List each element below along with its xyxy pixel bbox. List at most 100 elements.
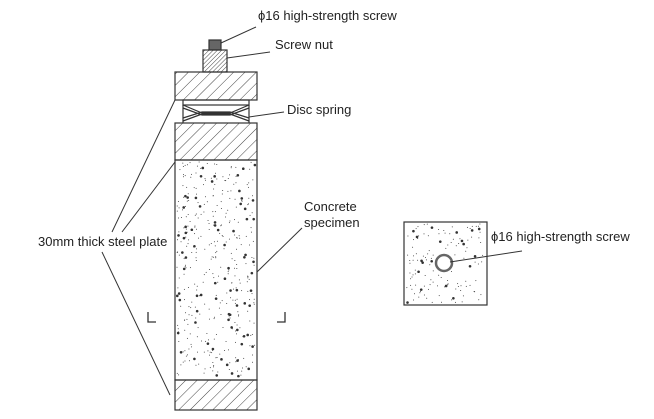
concrete-speckle xyxy=(414,269,416,271)
concrete-speckle xyxy=(207,350,209,352)
concrete-speckle xyxy=(184,175,186,177)
concrete-speckle xyxy=(178,231,180,233)
concrete-speckle xyxy=(475,225,477,227)
concrete-speckle xyxy=(230,190,232,192)
concrete-speckle xyxy=(194,283,196,285)
concrete-speckle xyxy=(226,292,228,294)
concrete-speckle xyxy=(473,291,475,293)
concrete-speckle xyxy=(213,188,215,190)
concrete-speckle xyxy=(193,187,195,189)
concrete-speckle xyxy=(220,358,223,361)
concrete-speckle xyxy=(229,220,231,222)
concrete-speckle xyxy=(215,252,217,254)
concrete-speckle xyxy=(211,347,215,351)
concrete-speckle xyxy=(188,199,190,201)
concrete-speckle xyxy=(235,182,237,184)
concrete-speckle xyxy=(212,215,214,217)
concrete-speckle xyxy=(204,179,206,181)
concrete-speckle xyxy=(252,354,254,356)
concrete-speckle xyxy=(194,196,198,200)
concrete-speckle xyxy=(185,355,187,357)
concrete-speckle xyxy=(209,367,211,369)
concrete-speckle xyxy=(182,166,184,168)
concrete-speckle xyxy=(238,235,240,237)
concrete-speckle xyxy=(239,189,241,191)
concrete-speckle xyxy=(480,241,482,243)
concrete-speckle xyxy=(187,243,189,245)
concrete-speckle xyxy=(179,350,183,354)
concrete-speckle xyxy=(213,281,217,285)
concrete-speckle xyxy=(447,283,449,285)
concrete-speckle xyxy=(190,173,192,175)
concrete-speckle xyxy=(240,197,244,200)
concrete-speckle xyxy=(211,352,213,354)
concrete-speckle xyxy=(183,227,185,229)
concrete-speckle xyxy=(188,314,190,316)
label-screw-section: ϕ16 high-strength screw xyxy=(491,229,630,244)
concrete-speckle xyxy=(406,287,408,289)
concrete-speckle xyxy=(417,259,419,261)
concrete-speckle xyxy=(204,368,206,370)
concrete-speckle xyxy=(234,321,236,323)
concrete-speckle xyxy=(250,334,252,336)
concrete-speckle xyxy=(479,223,481,225)
concrete-speckle xyxy=(213,366,215,368)
concrete-speckle xyxy=(469,284,471,286)
concrete-speckle xyxy=(415,228,417,230)
concrete-speckle xyxy=(214,163,216,165)
concrete-speckle xyxy=(228,349,230,351)
concrete-speckle xyxy=(227,209,229,211)
concrete-speckle xyxy=(177,324,179,326)
concrete-speckle xyxy=(423,285,425,287)
concrete-speckle xyxy=(227,318,230,322)
concrete-speckle xyxy=(457,283,459,285)
concrete-speckle xyxy=(178,341,180,343)
concrete-speckle xyxy=(471,236,473,238)
concrete-speckle xyxy=(183,196,185,198)
concrete-speckle xyxy=(213,256,215,258)
concrete-speckle xyxy=(228,222,230,224)
concrete-speckle xyxy=(243,207,247,211)
concrete-speckle xyxy=(417,226,419,228)
concrete-speckle xyxy=(219,353,221,355)
concrete-speckle xyxy=(236,370,238,372)
concrete-speckle xyxy=(225,212,227,214)
concrete-speckle xyxy=(211,256,213,258)
concrete-speckle xyxy=(195,260,197,261)
concrete-speckle xyxy=(417,270,420,274)
concrete-speckle xyxy=(185,236,187,238)
concrete-speckle xyxy=(477,263,479,265)
concrete-speckle xyxy=(253,163,257,167)
concrete-speckle xyxy=(225,241,227,243)
concrete-speckle xyxy=(230,166,232,168)
concrete-speckle xyxy=(216,204,218,206)
concrete-speckle xyxy=(236,328,239,332)
concrete-speckle xyxy=(204,196,206,198)
concrete-speckle xyxy=(415,253,417,255)
concrete-speckle xyxy=(253,264,255,266)
concrete-speckle xyxy=(185,267,187,269)
label-steel-plate: 30mm thick steel plate xyxy=(38,234,168,249)
concrete-speckle xyxy=(424,257,426,259)
concrete-speckle xyxy=(212,370,214,372)
concrete-speckle xyxy=(186,164,188,166)
concrete-speckle xyxy=(235,330,237,332)
concrete-speckle xyxy=(235,304,239,307)
concrete-speckle xyxy=(215,257,217,259)
concrete-speckle xyxy=(203,274,205,276)
concrete-speckle xyxy=(452,297,455,300)
concrete-speckle xyxy=(218,275,220,277)
concrete-speckle xyxy=(247,276,249,278)
concrete-speckle xyxy=(208,308,210,310)
concrete-speckle xyxy=(475,280,477,282)
label-screw-top: ϕ16 high-strength screw xyxy=(258,8,397,23)
concrete-speckle xyxy=(245,235,247,237)
concrete-speckle xyxy=(427,288,429,290)
concrete-speckle xyxy=(177,234,180,237)
concrete-speckle xyxy=(176,331,180,335)
concrete-speckle xyxy=(184,350,186,352)
concrete-speckle xyxy=(229,197,231,199)
concrete-speckle xyxy=(182,236,186,240)
concrete-speckle xyxy=(204,248,206,250)
concrete-speckle xyxy=(216,178,218,180)
